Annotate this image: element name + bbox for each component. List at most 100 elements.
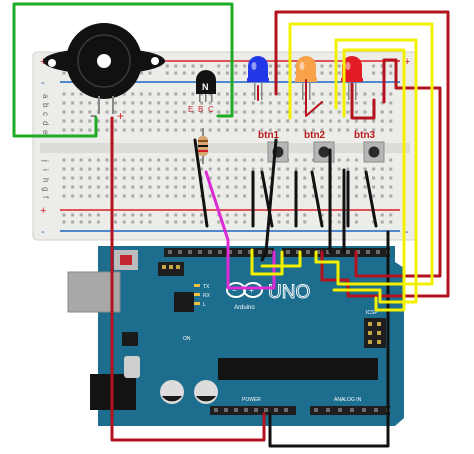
breadboard-hole [363,176,367,180]
rail-hole [234,220,238,224]
header-pin [326,408,330,412]
breadboard-hole [139,128,143,132]
rail-hole [243,220,247,224]
breadboard-hole [234,185,238,189]
l-led [194,302,200,305]
breadboard-hole [329,128,333,132]
rail-hole [225,220,229,224]
header-pin [228,250,232,254]
breadboard-hole [294,119,298,123]
header-pin [254,408,258,412]
breadboard-hole [243,110,247,114]
rail-hole [354,220,358,224]
breadboard-hole [200,128,204,132]
breadboard-hole [277,167,281,171]
buzzer-plus-mark: + [117,109,124,123]
breadboard-hole [182,194,186,198]
breadboard-hole [105,176,109,180]
push-button-3: btn3 [354,130,385,163]
breadboard-hole [354,194,358,198]
rail-hole [286,213,290,217]
wire-red-inner [354,58,442,278]
breadboard-hole [96,185,100,189]
breadboard-hole [131,176,135,180]
led-leg [261,78,263,100]
breadboard-hole [174,158,178,162]
breadboard-hole [79,176,83,180]
resistor [198,128,208,164]
rail-hole [303,220,307,224]
breadboard-hole [114,158,118,162]
breadboard-hole [131,119,135,123]
rx-led [194,293,200,296]
analog-label: ANALOG IN [334,397,362,403]
breadboard-hole [372,128,376,132]
breadboard-hole [320,128,324,132]
breadboard-hole [372,119,376,123]
breadboard-hole [268,119,272,123]
rail-hole [329,64,333,68]
breadboard-hole [191,92,195,96]
rail-hole [268,64,272,68]
reset-button-cap [120,255,132,265]
breadboard-hole [354,185,358,189]
icsp-label: ICSP [366,310,378,316]
breadboard-hole [114,110,118,114]
breadboard-center-channel [40,143,410,153]
breadboard-hole [243,167,247,171]
breadboard-hole [208,128,212,132]
rail-hole [79,220,83,224]
breadboard-hole [277,176,281,180]
breadboard-hole [234,176,238,180]
breadboard-hole [174,101,178,105]
rail-hole [389,71,393,75]
breadboard-hole [114,185,118,189]
wire-yellow [342,48,406,312]
breadboard-hole [251,110,255,114]
breadboard-hole [182,101,186,105]
rail-hole [380,64,384,68]
breadboard-hole [148,185,152,189]
breadboard-hole [225,110,229,114]
transistor-pin-c: C [208,105,214,114]
buzzer-center-hole [97,54,111,68]
button-label: btn3 [354,130,376,141]
breadboard-hole [286,185,290,189]
breadboard-hole [294,110,298,114]
rail-hole [88,220,92,224]
buzzer-ring [77,34,131,88]
breadboard-hole [139,185,143,189]
arduino-logo: − + [226,282,263,298]
breadboard-hole [234,194,238,198]
rail-hole [217,220,221,224]
row-letter: f [41,196,50,199]
breadboard-hole [389,110,393,114]
breadboard-hole [79,194,83,198]
breadboard-hole [380,185,384,189]
breadboard-hole [294,92,298,96]
tx-label: TX [203,284,210,290]
rail-plus-sign-right: + [404,56,410,68]
rail-hole [139,213,143,217]
breadboard-hole [346,167,350,171]
led-1 [247,56,269,100]
led-3 [341,56,363,100]
rail-hole [165,64,169,68]
breadboard-hole [88,158,92,162]
breadboard-hole [380,176,384,180]
header-pin [168,250,172,254]
breadboard-hole [363,110,367,114]
transistor-leg [199,94,201,102]
breadboard-hole [217,185,221,189]
led-highlight [299,62,305,70]
breadboard-hole [225,176,229,180]
breadboard-hole [165,176,169,180]
breadboard-hole [79,101,83,105]
breadboard-hole [165,194,169,198]
on-label: ON [183,336,191,342]
wire-yellow [288,22,434,286]
breadboard-hole [277,128,281,132]
breadboard-hole [337,167,341,171]
rail-hole [174,71,178,75]
rail-hole [131,213,135,217]
